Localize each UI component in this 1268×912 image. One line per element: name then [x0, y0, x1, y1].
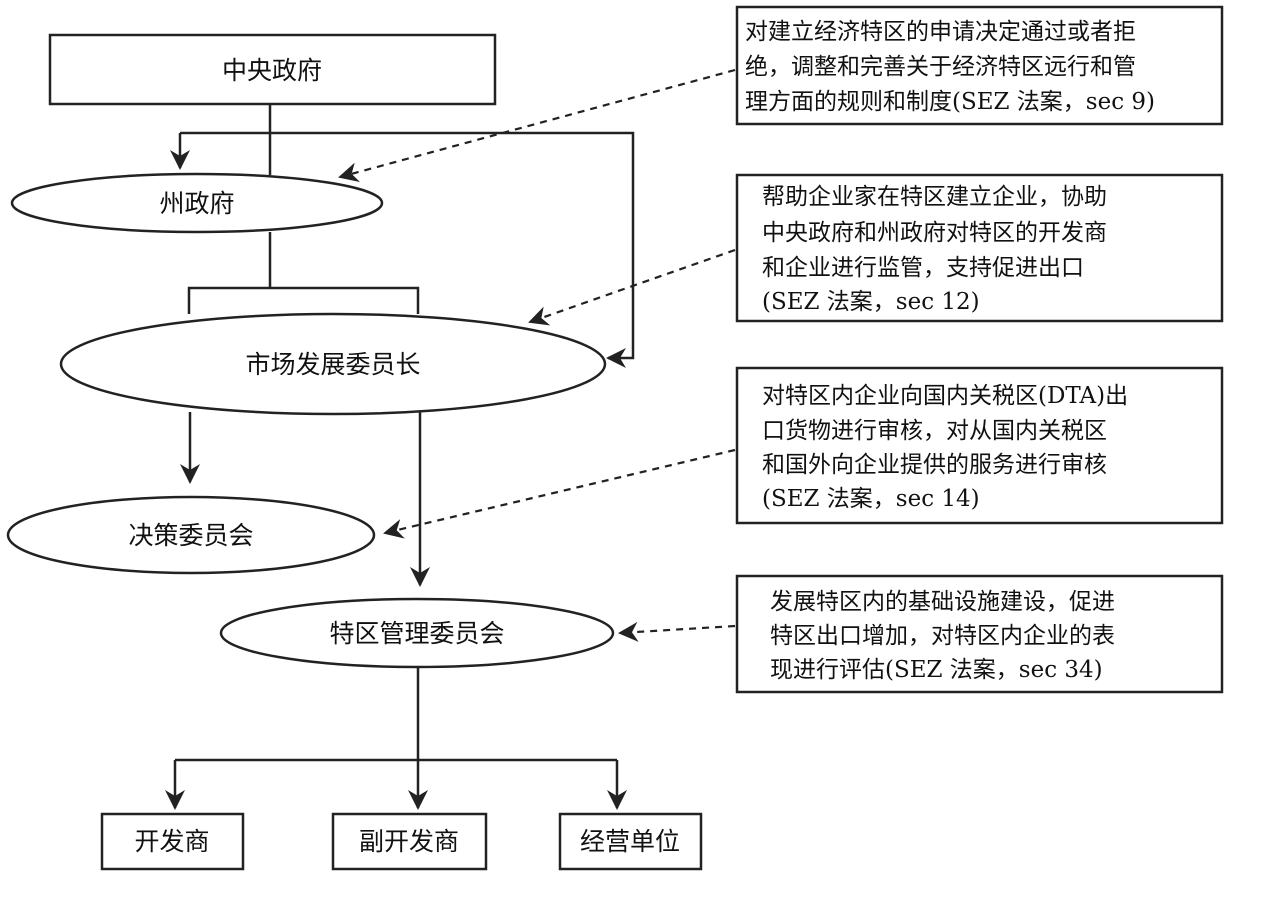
note-commissioner-role-line-4: (SEZ 法案，sec 12) — [762, 289, 980, 315]
approval-committee-label: 决策委员会 — [128, 521, 253, 550]
co-developer-label: 副开发商 — [359, 827, 459, 856]
note-committee-role-line-4: (SEZ 法案，sec 14) — [762, 486, 980, 512]
operating-unit-label: 经营单位 — [580, 827, 680, 856]
dashed-pointers — [338, 68, 736, 642]
pointer-commissioner-role — [528, 248, 736, 326]
note-committee-role-line-3: 和国外向企业提供的服务进行审核 — [762, 452, 1107, 478]
sez-authority-label: 特区管理委员会 — [329, 619, 504, 648]
pointer-authority-role — [618, 621, 736, 642]
note-commissioner-role-line-2: 中央政府和州政府对特区的开发商 — [762, 220, 1107, 246]
central-government-label: 中央政府 — [222, 56, 322, 85]
node-developer: 开发商 — [100, 812, 245, 871]
note-committee-role-line-2: 口货物进行审核，对从国内关税区 — [762, 418, 1107, 444]
connector-state-bracket — [187, 286, 420, 314]
note-commissioner-role: 帮助企业家在特区建立企业，协助 中央政府和州政府对特区的开发商 和企业进行监管，… — [735, 173, 1224, 323]
pointer-committee-role — [383, 448, 736, 539]
node-development-commissioner: 市场发展委员长 — [59, 312, 607, 416]
node-sez-authority: 特区管理委员会 — [219, 597, 615, 669]
node-central-government: 中央政府 — [48, 33, 497, 106]
node-state-government: 州政府 — [10, 172, 384, 234]
note-central-role-line-1: 对建立经济特区的申请决定通过或者拒 — [745, 19, 1136, 45]
note-central-role-line-2: 绝，调整和完善关于经济特区远行和管 — [745, 54, 1136, 80]
node-operating-unit: 经营单位 — [558, 812, 703, 871]
note-commissioner-role-line-1: 帮助企业家在特区建立企业，协助 — [762, 184, 1107, 210]
note-authority-role-line-2: 特区出口增加，对特区内企业的表 — [770, 623, 1115, 649]
note-committee-role: 对特区内企业向国内关税区(DTA)出 口货物进行审核，对从国内关税区 和国外向企… — [735, 366, 1224, 525]
connector-central-commissioner — [180, 131, 635, 368]
note-authority-role-line-1: 发展特区内的基础设施建设，促进 — [770, 589, 1115, 615]
state-government-label: 州政府 — [159, 189, 234, 218]
developer-label: 开发商 — [134, 827, 209, 856]
note-central-role: 对建立经济特区的申请决定通过或者拒 绝，调整和完善关于经济特区远行和管 理方面的… — [735, 5, 1224, 126]
node-approval-committee: 决策委员会 — [6, 495, 376, 575]
node-co-developer: 副开发商 — [331, 812, 488, 871]
pointer-central-role — [338, 68, 736, 182]
connectors — [165, 104, 635, 810]
note-committee-role-line-1: 对特区内企业向国内关税区(DTA)出 — [762, 383, 1128, 409]
development-commissioner-label: 市场发展委员长 — [245, 350, 420, 379]
note-central-role-line-3: 理方面的规则和制度(SEZ 法案，sec 9) — [745, 89, 1155, 115]
note-authority-role: 发展特区内的基础设施建设，促进 特区出口增加，对特区内企业的表 现进行评估(SE… — [735, 574, 1224, 694]
note-authority-role-line-3: 现进行评估(SEZ 法案，sec 34) — [770, 657, 1103, 683]
note-commissioner-role-line-3: 和企业进行监管，支持促进出口 — [762, 255, 1084, 281]
